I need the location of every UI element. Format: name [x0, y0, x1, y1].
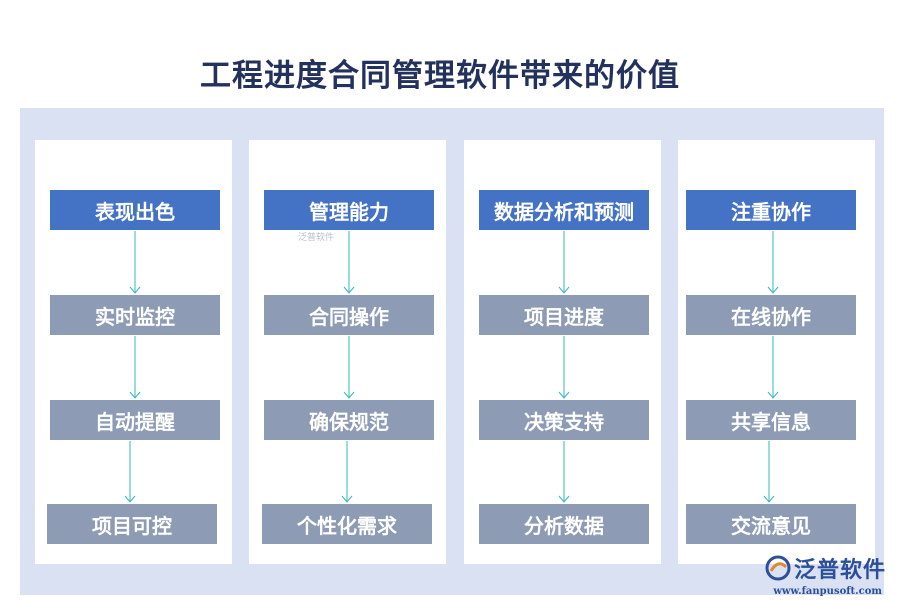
- column-3-header: 数据分析和预测: [479, 190, 649, 230]
- brand-logo: 泛普软件: [765, 552, 886, 584]
- column-2-item-2: 确保规范: [264, 400, 434, 440]
- column-4-item-1: 在线协作: [686, 295, 856, 335]
- column-3-item-2: 决策支持: [479, 400, 649, 440]
- column-2-item-3: 个性化需求: [262, 504, 432, 544]
- column-2-header: 管理能力: [264, 190, 434, 230]
- column-3-item-3: 分析数据: [479, 504, 649, 544]
- column-4-item-3: 交流意见: [686, 504, 856, 544]
- column-3-item-1: 项目进度: [479, 295, 649, 335]
- logo-text: 泛普软件: [793, 558, 886, 583]
- logo-swirl-icon: [765, 555, 791, 581]
- logo-url: www.fanpusoft.com: [773, 586, 882, 597]
- diagram-title: 工程进度合同管理软件带来的价值: [200, 58, 680, 94]
- column-1-header: 表现出色: [50, 190, 220, 230]
- column-1-item-1: 实时监控: [50, 295, 220, 335]
- column-1-item-2: 自动提醒: [50, 400, 220, 440]
- column-4-header: 注重协作: [686, 190, 856, 230]
- column-1-item-3: 项目可控: [47, 504, 217, 544]
- column-2-item-1: 合同操作: [264, 295, 434, 335]
- center-watermark: 泛普软件: [298, 233, 335, 243]
- column-4-item-2: 共享信息: [686, 400, 856, 440]
